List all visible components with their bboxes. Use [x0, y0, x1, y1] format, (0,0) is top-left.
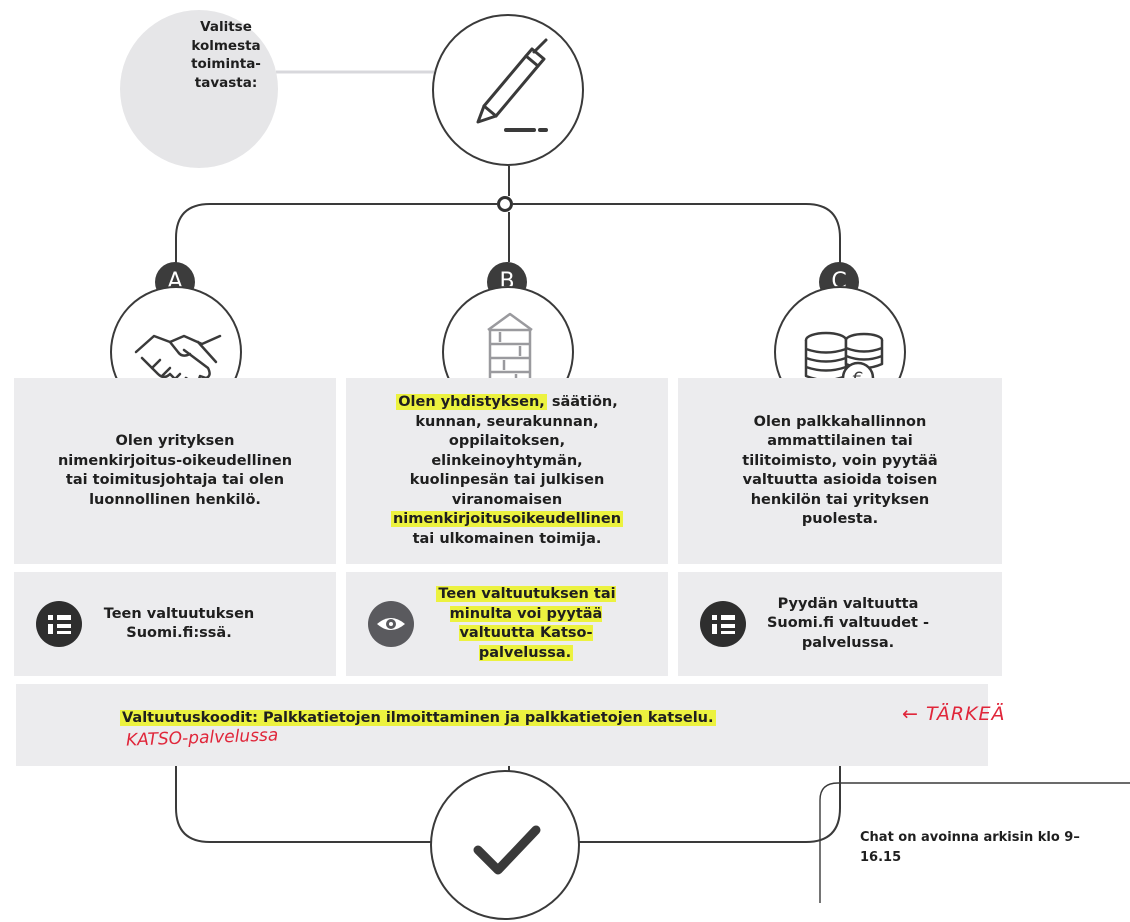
option-a-description: Olen yrityksen nimenkirjoitus-oikeudelli…: [57, 433, 293, 508]
option-b-description-part: nimenkirjoitusoikeudellinen: [390, 511, 624, 527]
intro-circle: [120, 10, 278, 168]
option-c-description: Olen palkkahallinnon ammattilainen tai t…: [742, 413, 938, 528]
option-b-description-box: Olen yhdistyksen, säätiön, kunnan, seura…: [346, 378, 668, 564]
option-b-description-part: tai ulkomainen toimija.: [412, 530, 602, 547]
option-c-description-box: Olen palkkahallinnon ammattilainen tai t…: [678, 378, 1002, 564]
option-a-description-box: Olen yrityksen nimenkirjoitus-oikeudelli…: [14, 378, 336, 564]
authorization-codes-text: Valtuutuskoodit: Palkkatietojen ilmoitta…: [120, 710, 716, 726]
handwritten-tarkea-note: ← TÄRKEÄ: [902, 703, 1006, 725]
option-b-action: Teen valtuutuksen tai minulta voi pyytää…: [436, 586, 616, 661]
intro-text: Valitse kolmesta toiminta-tavasta:: [191, 19, 261, 91]
chat-hours-note: Chat on avoinna arkisin klo 9–16.15: [860, 830, 1080, 865]
checkmark-icon: [473, 825, 541, 875]
eye-icon: [368, 601, 414, 647]
option-b-description-part: säätiön, kunnan, seurakunnan, oppilaitok…: [409, 394, 618, 508]
pen-icon: [476, 38, 548, 132]
branch-node: [497, 196, 513, 212]
option-b-description: Olen yhdistyksen, säätiön, kunnan, seura…: [382, 393, 632, 549]
option-c-action-box: Pyydän valtuutta Suomi.fi valtuudet -pal…: [678, 572, 1002, 676]
option-c-action: Pyydän valtuutta Suomi.fi valtuudet -pal…: [766, 595, 930, 651]
option-b-action-box: Teen valtuutuksen tai minulta voi pyytää…: [346, 572, 668, 676]
list-icon: [36, 601, 82, 647]
option-a-action: Teen valtuutuksen Suomi.fi:ssä.: [103, 605, 255, 642]
option-a-action-box: Teen valtuutuksen Suomi.fi:ssä.: [14, 572, 336, 676]
list-icon: [700, 601, 746, 647]
check-circle: [430, 770, 580, 920]
pen-circle: [432, 14, 584, 166]
handshake-icon: [134, 334, 222, 384]
option-b-description-part: Olen yhdistyksen,: [396, 394, 547, 410]
